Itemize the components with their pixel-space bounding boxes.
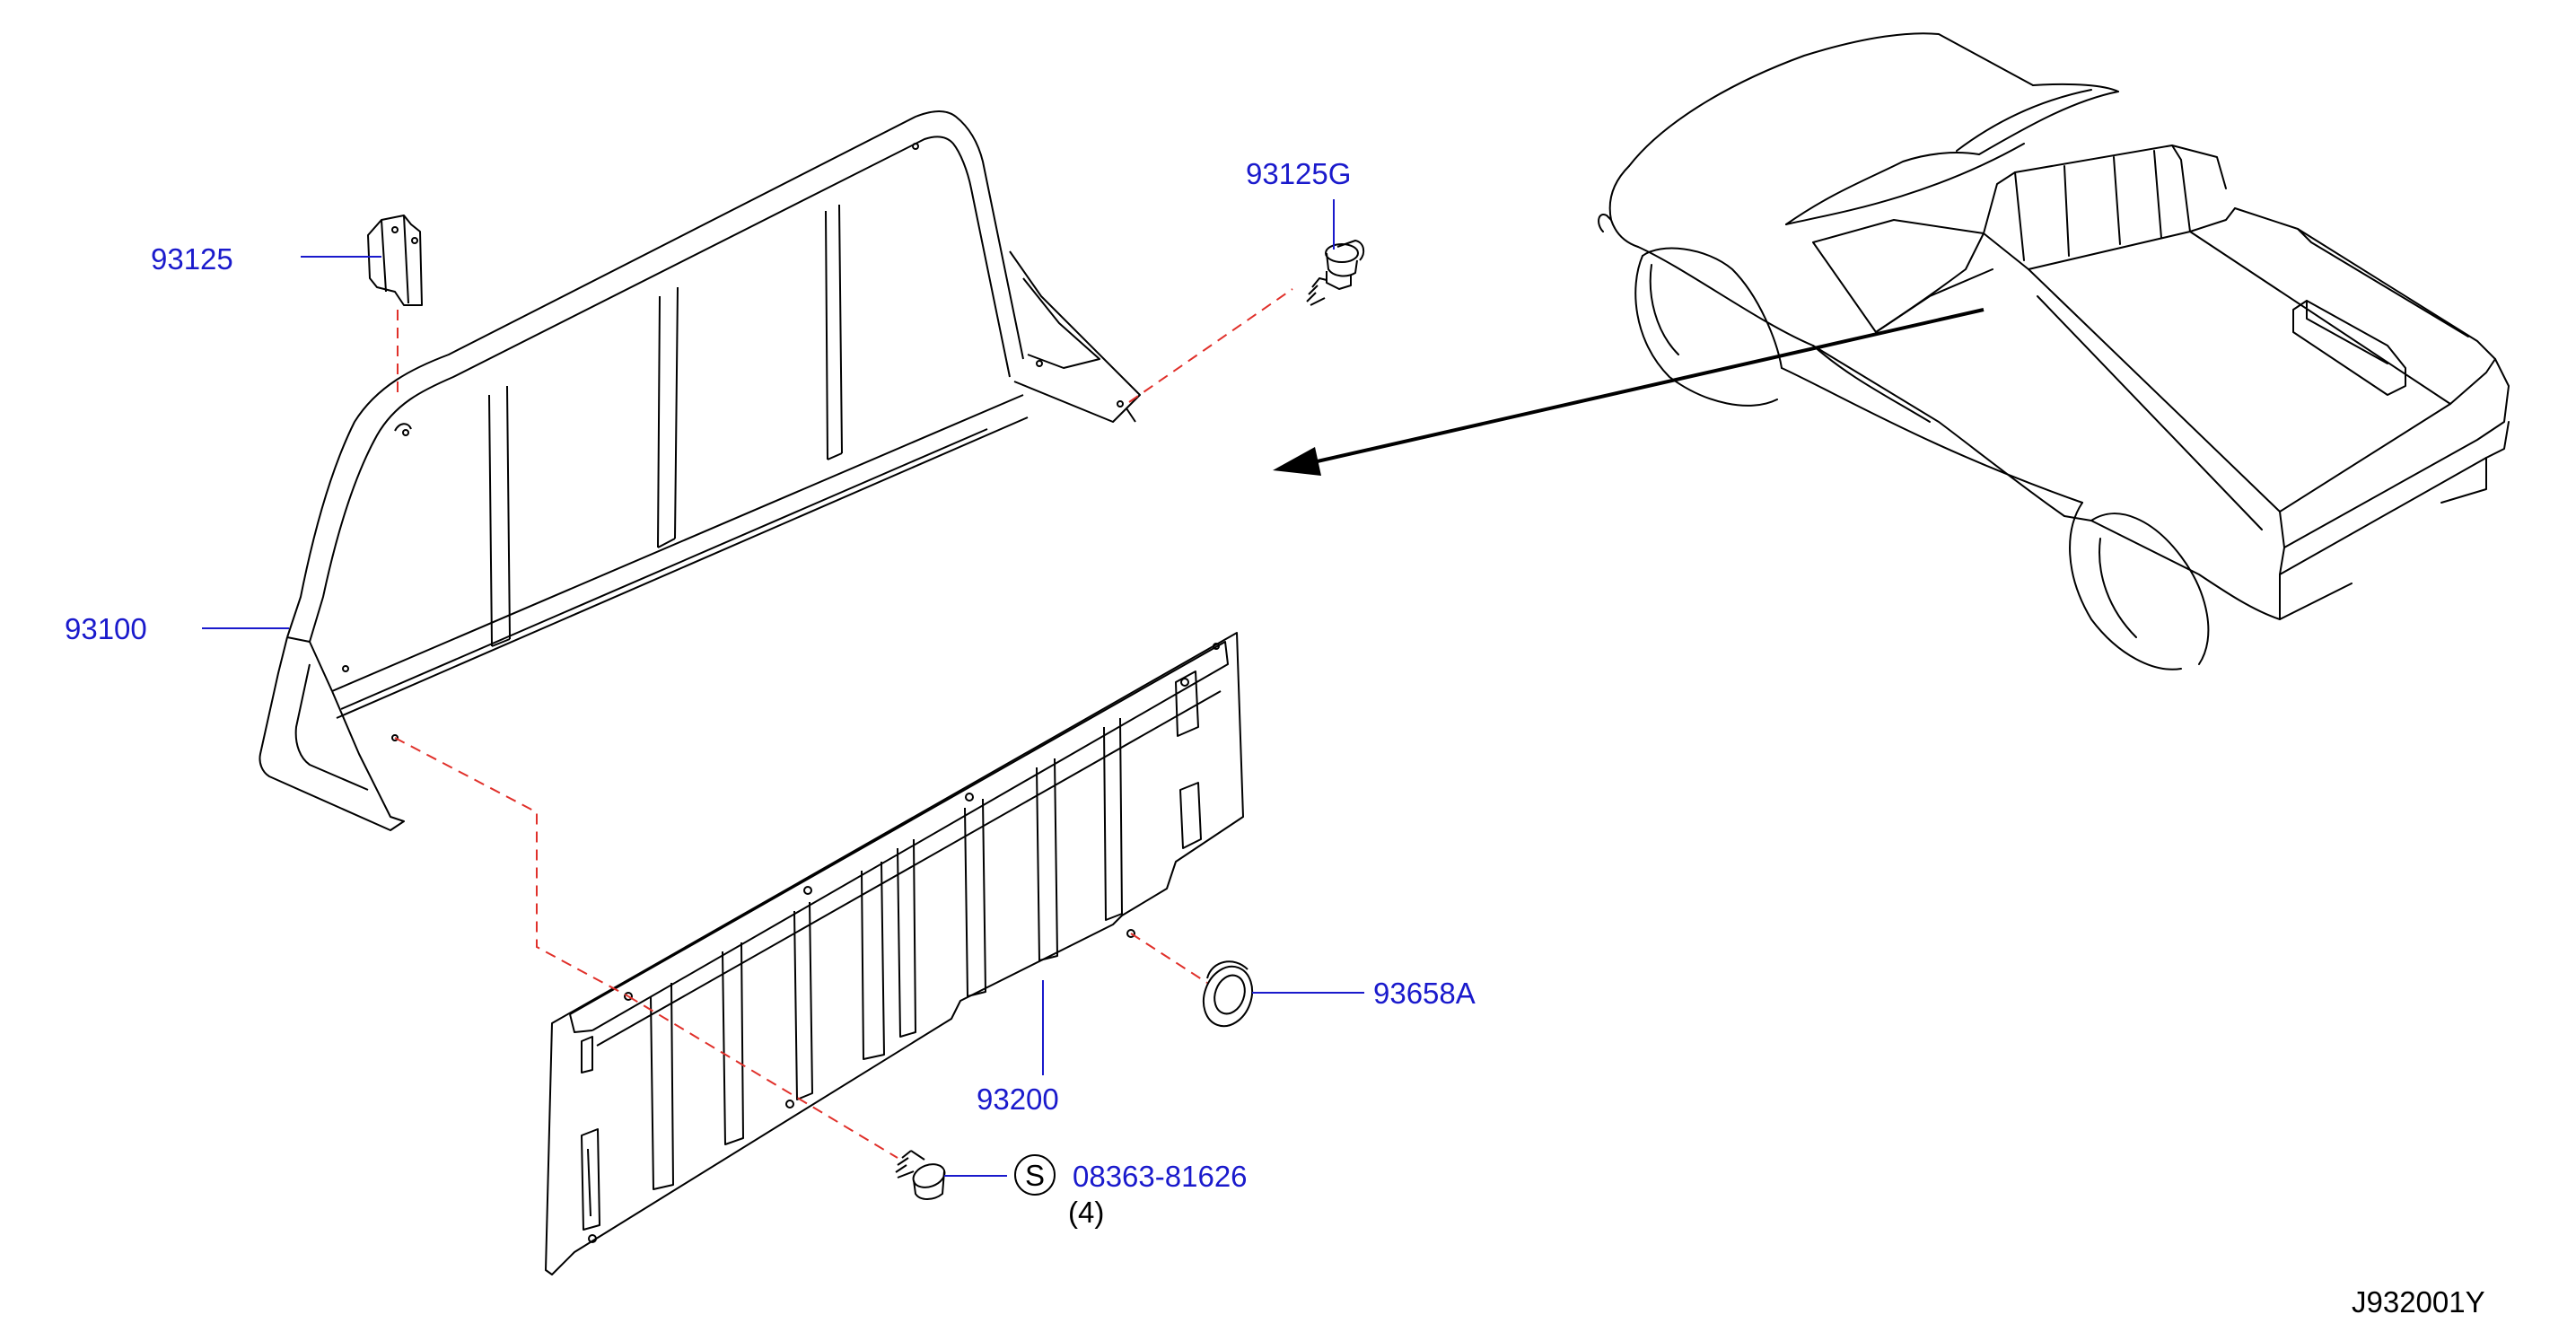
label-93125: 93125 [151, 242, 233, 276]
label-93200: 93200 [977, 1082, 1059, 1116]
leader-lines [202, 199, 1364, 1177]
callout-arrow [1273, 308, 1985, 476]
bracket-93125 [367, 215, 423, 306]
back-panel-93200 [545, 632, 1244, 1275]
standard-part-symbol: S [1014, 1154, 1056, 1196]
assembly-lines [394, 288, 1293, 1159]
std-symbol-letter: S [1025, 1159, 1045, 1192]
label-93100: 93100 [65, 612, 147, 645]
label-93658a: 93658A [1373, 977, 1476, 1010]
label-93125g: 93125G [1246, 157, 1351, 190]
truck-illustration [1598, 32, 2510, 670]
bolt-93125g [1306, 240, 1365, 306]
label-08363-81626: 08363-81626 [1073, 1160, 1248, 1193]
headboard-frame-93100 [258, 110, 1141, 831]
label-08363-qty: (4) [1068, 1196, 1104, 1229]
bolt-08363-81626 [895, 1150, 946, 1200]
grommet-93658a [1202, 960, 1254, 1028]
figure-code: J932001Y [2352, 1285, 2485, 1319]
